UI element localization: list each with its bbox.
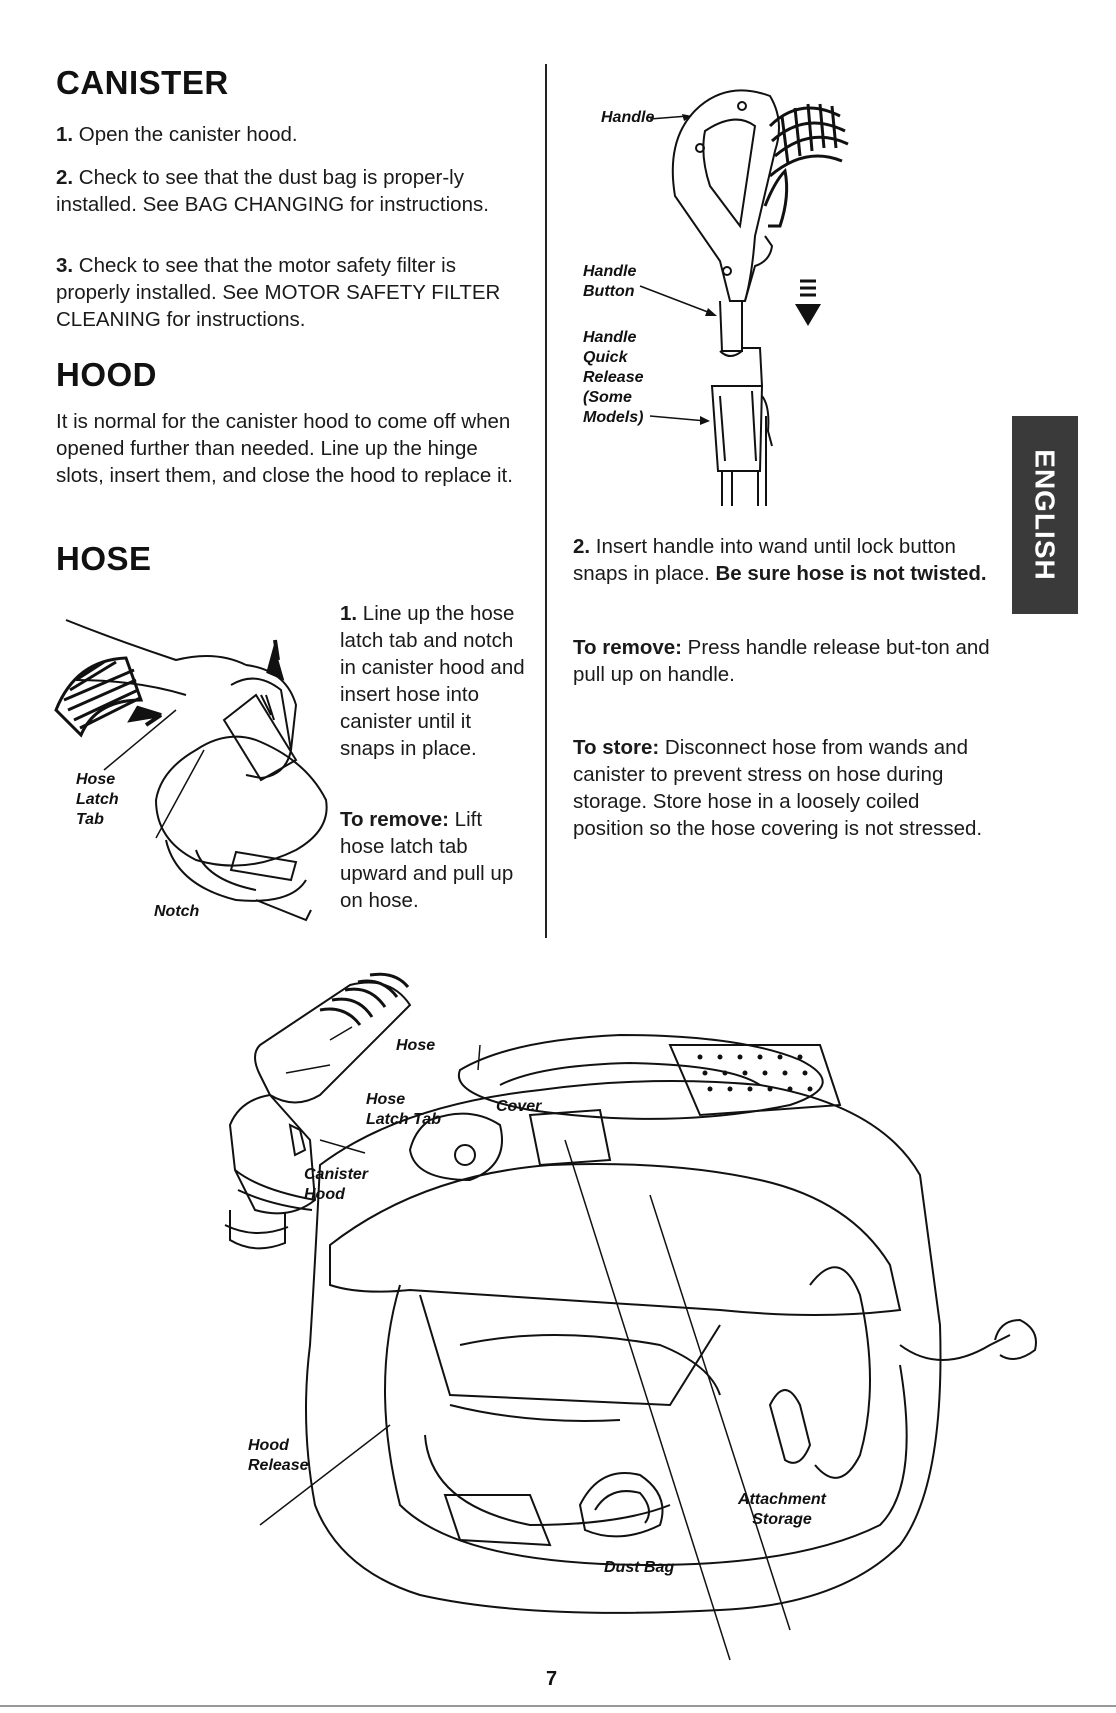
attachment-storage-label: Attachment Storage [738,1491,827,1528]
page-number: 7 [546,1668,558,1690]
hood-release-label: Hood Release [248,1437,309,1474]
cover-label: Cover [496,1098,542,1115]
canister-hood-label: Canister Hood [304,1166,369,1203]
handle-button-label: Handle Button [583,263,637,300]
remove-text: Press handle release but-ton and pull up… [573,636,990,686]
hose-heading: HOSE [56,540,152,577]
hood-heading: HOOD [56,356,157,393]
hose-latch-tab-label: Hose Latch Tab [76,771,119,828]
hose-step-1: 1. Line up the hose latch tab and notch … [340,600,528,762]
canister-step-1: 1. Open the canister hood. [56,121,526,148]
handle-quick-release-label: Handle Quick Release (Some Models) [583,329,644,426]
canister-step-2: 2. Check to see that the dust bag is pro… [56,164,526,218]
language-tab: ENGLISH [1012,416,1078,614]
hood-text: It is normal for the canister hood to co… [56,410,513,487]
step-text: Line up the hose latch tab and notch in … [340,602,525,760]
step-number: 1. [340,602,358,625]
remove-text: Lift hose latch tab upward and pull up o… [340,808,514,912]
handle-illustration [639,89,849,506]
notch-label: Notch [154,903,200,920]
step-text: Open the canister hood. [73,123,298,146]
canister-step-3: 3. Check to see that the motor safety fi… [56,252,526,333]
hose-remove: To remove: Lift hose latch tab upward an… [340,806,528,914]
step-number: 3. [56,254,74,277]
step-text: Check to see that the motor safety filte… [56,254,501,331]
canister-hose-label: Hose [396,1037,436,1054]
handle-label: Handle [601,109,655,126]
hose-insert-illustration [54,619,328,922]
bottom-edge-line [0,1705,1116,1707]
canister-illustration [224,972,1037,1661]
language-tab-text: ENGLISH [1030,449,1061,581]
dust-bag-label: Dust Bag [604,1559,675,1576]
handle-remove: To remove: Press handle release but-ton … [573,634,993,688]
column-divider [545,64,547,938]
store-label: To store: [573,736,660,759]
step-text: Check to see that the dust bag is proper… [56,166,489,216]
canister-hose-latch-tab-label: Hose Latch Tab [366,1091,441,1128]
store-text: Disconnect hose from wands and canister … [573,736,983,840]
step-number: 1. [56,123,74,146]
step-text: Insert handle into wand until lock butto… [573,535,956,585]
remove-label: To remove: [340,808,449,831]
step-number: 2. [56,166,74,189]
handle-store: To store: Disconnect hose from wands and… [573,734,993,842]
handle-step-2: 2. Insert handle into wand until lock bu… [573,533,993,587]
canister-heading: CANISTER [56,64,229,101]
remove-label: To remove: [573,636,682,659]
step-warning: Be sure hose is not twisted. [715,562,987,585]
step-number: 2. [573,535,591,558]
